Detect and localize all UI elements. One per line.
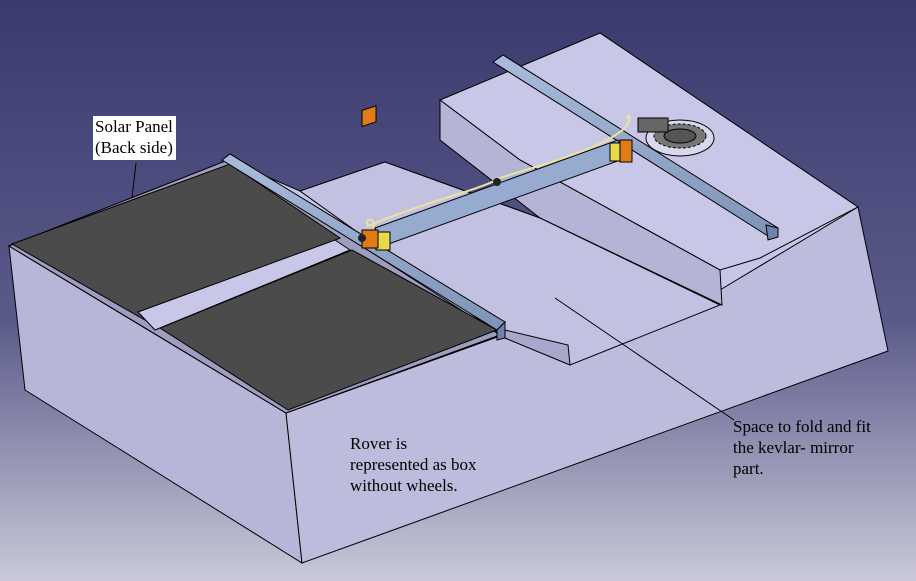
leader-solar-panel bbox=[131, 162, 137, 199]
cable-clip-1 bbox=[493, 178, 501, 186]
bracket-left bbox=[361, 105, 391, 251]
gear-assembly bbox=[637, 117, 715, 157]
cable bbox=[365, 114, 631, 229]
raised-platform-wall bbox=[439, 99, 723, 306]
cable-clip-2 bbox=[358, 234, 366, 242]
annotation-rover: Rover is represented as box without whee… bbox=[350, 434, 477, 495]
panel-hinge-bar bbox=[137, 239, 352, 331]
annotation-solar-panel: Solar Panel (Back side) bbox=[93, 116, 176, 160]
solar-panel-left-half bbox=[10, 163, 342, 324]
solar-panel bbox=[7, 159, 502, 414]
leader-space bbox=[554, 297, 735, 421]
gear-arm bbox=[637, 117, 669, 133]
bracket-right bbox=[609, 139, 633, 163]
rail-rear bbox=[492, 54, 779, 241]
annotation-fold-space: Space to fold and fit the kevlar- mirror… bbox=[733, 417, 871, 478]
